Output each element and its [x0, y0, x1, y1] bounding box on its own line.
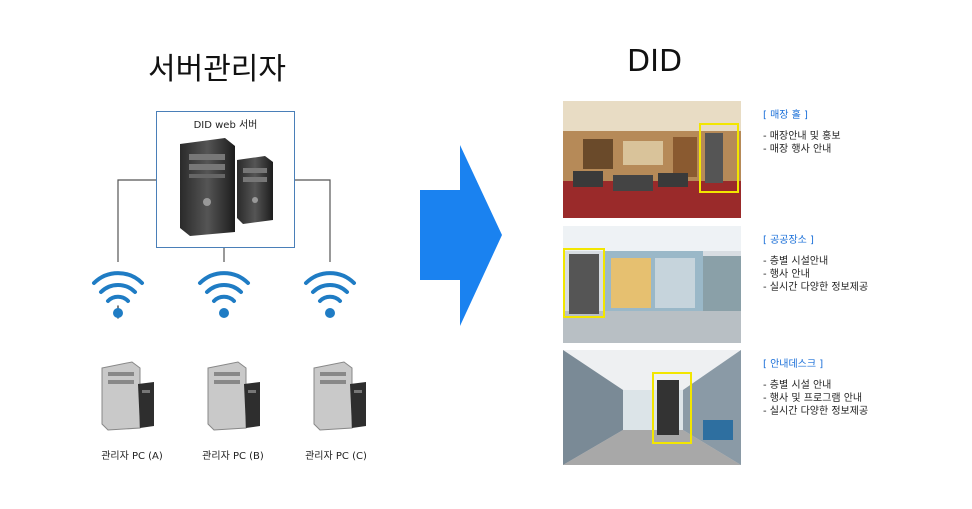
network-lines	[92, 179, 356, 319]
caption-item: 행사 및 프로그램 안내	[763, 392, 868, 405]
public-space-photo	[563, 226, 741, 343]
caption-item: 행사 안내	[763, 268, 868, 281]
caption-public-space: [ 공공장소 ] 층별 시설안내 행사 안내 실시간 다양한 정보제공	[763, 231, 868, 294]
did-highlight-2	[563, 248, 605, 318]
pc-label-c: 관리자 PC (C)	[305, 451, 367, 462]
caption-heading: [ 매장 홀 ]	[763, 110, 808, 121]
right-arrow-icon	[420, 145, 502, 326]
did-highlight-3	[652, 372, 692, 444]
pc-label-a: 관리자 PC (A)	[101, 451, 163, 462]
caption-heading: [ 공공장소 ]	[763, 235, 814, 246]
caption-item: 실시간 다양한 정보제공	[763, 281, 868, 294]
caption-item: 층별 시설 안내	[763, 379, 868, 392]
caption-heading: [ 안내데스크 ]	[763, 359, 824, 370]
caption-item: 매장 행사 안내	[763, 143, 841, 156]
caption-item: 층별 시설안내	[763, 255, 868, 268]
wifi-icon-c	[304, 271, 356, 318]
wifi-icon-a	[92, 271, 144, 319]
caption-store-hall: [ 매장 홀 ] 매장안내 및 홍보 매장 행사 안내	[763, 106, 841, 156]
server-tower-icon	[180, 138, 273, 236]
pc-tower-icon-c	[313, 361, 366, 431]
store-hall-photo	[563, 101, 741, 218]
server-label: DID web 서버	[193, 120, 258, 131]
caption-item: 실시간 다양한 정보제공	[763, 405, 868, 418]
caption-item: 매장안내 및 홍보	[763, 130, 841, 143]
pc-label-b: 관리자 PC (B)	[202, 451, 264, 462]
wifi-icon-b	[198, 271, 250, 318]
pc-tower-icon-b	[207, 361, 260, 431]
caption-info-desk: [ 안내데스크 ] 층별 시설 안내 행사 및 프로그램 안내 실시간 다양한 …	[763, 355, 868, 418]
pc-tower-icon-a	[101, 361, 154, 431]
server-box: DID web 서버	[156, 111, 295, 248]
did-highlight-1	[699, 123, 739, 193]
right-title: DID	[627, 44, 683, 79]
left-title: 서버관리자	[148, 52, 286, 87]
info-desk-photo	[563, 350, 741, 465]
